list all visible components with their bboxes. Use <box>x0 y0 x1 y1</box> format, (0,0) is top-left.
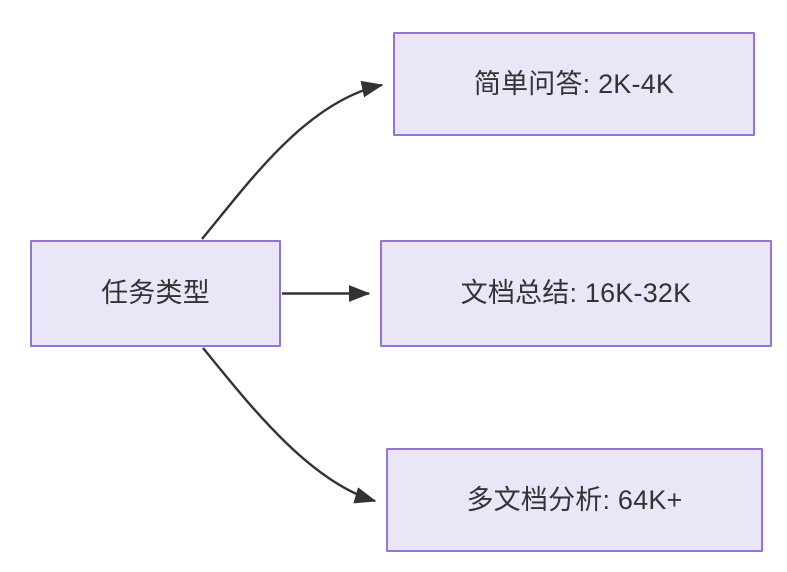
node-doc-summary[interactable]: 文档总结: 16K-32K <box>380 240 772 347</box>
node-label: 文档总结: 16K-32K <box>460 278 692 309</box>
node-simple-qa[interactable]: 简单问答: 2K-4K <box>393 32 755 136</box>
node-label: 多文档分析: 64K+ <box>466 484 683 515</box>
node-label: 简单问答: 2K-4K <box>473 68 675 99</box>
edge-source-multi-doc <box>202 347 377 504</box>
node-label: 任务类型 <box>101 278 210 309</box>
edge-source-simple-qa <box>201 80 384 240</box>
node-task-type[interactable]: 任务类型 <box>30 240 281 347</box>
node-multi-doc[interactable]: 多文档分析: 64K+ <box>386 448 763 552</box>
